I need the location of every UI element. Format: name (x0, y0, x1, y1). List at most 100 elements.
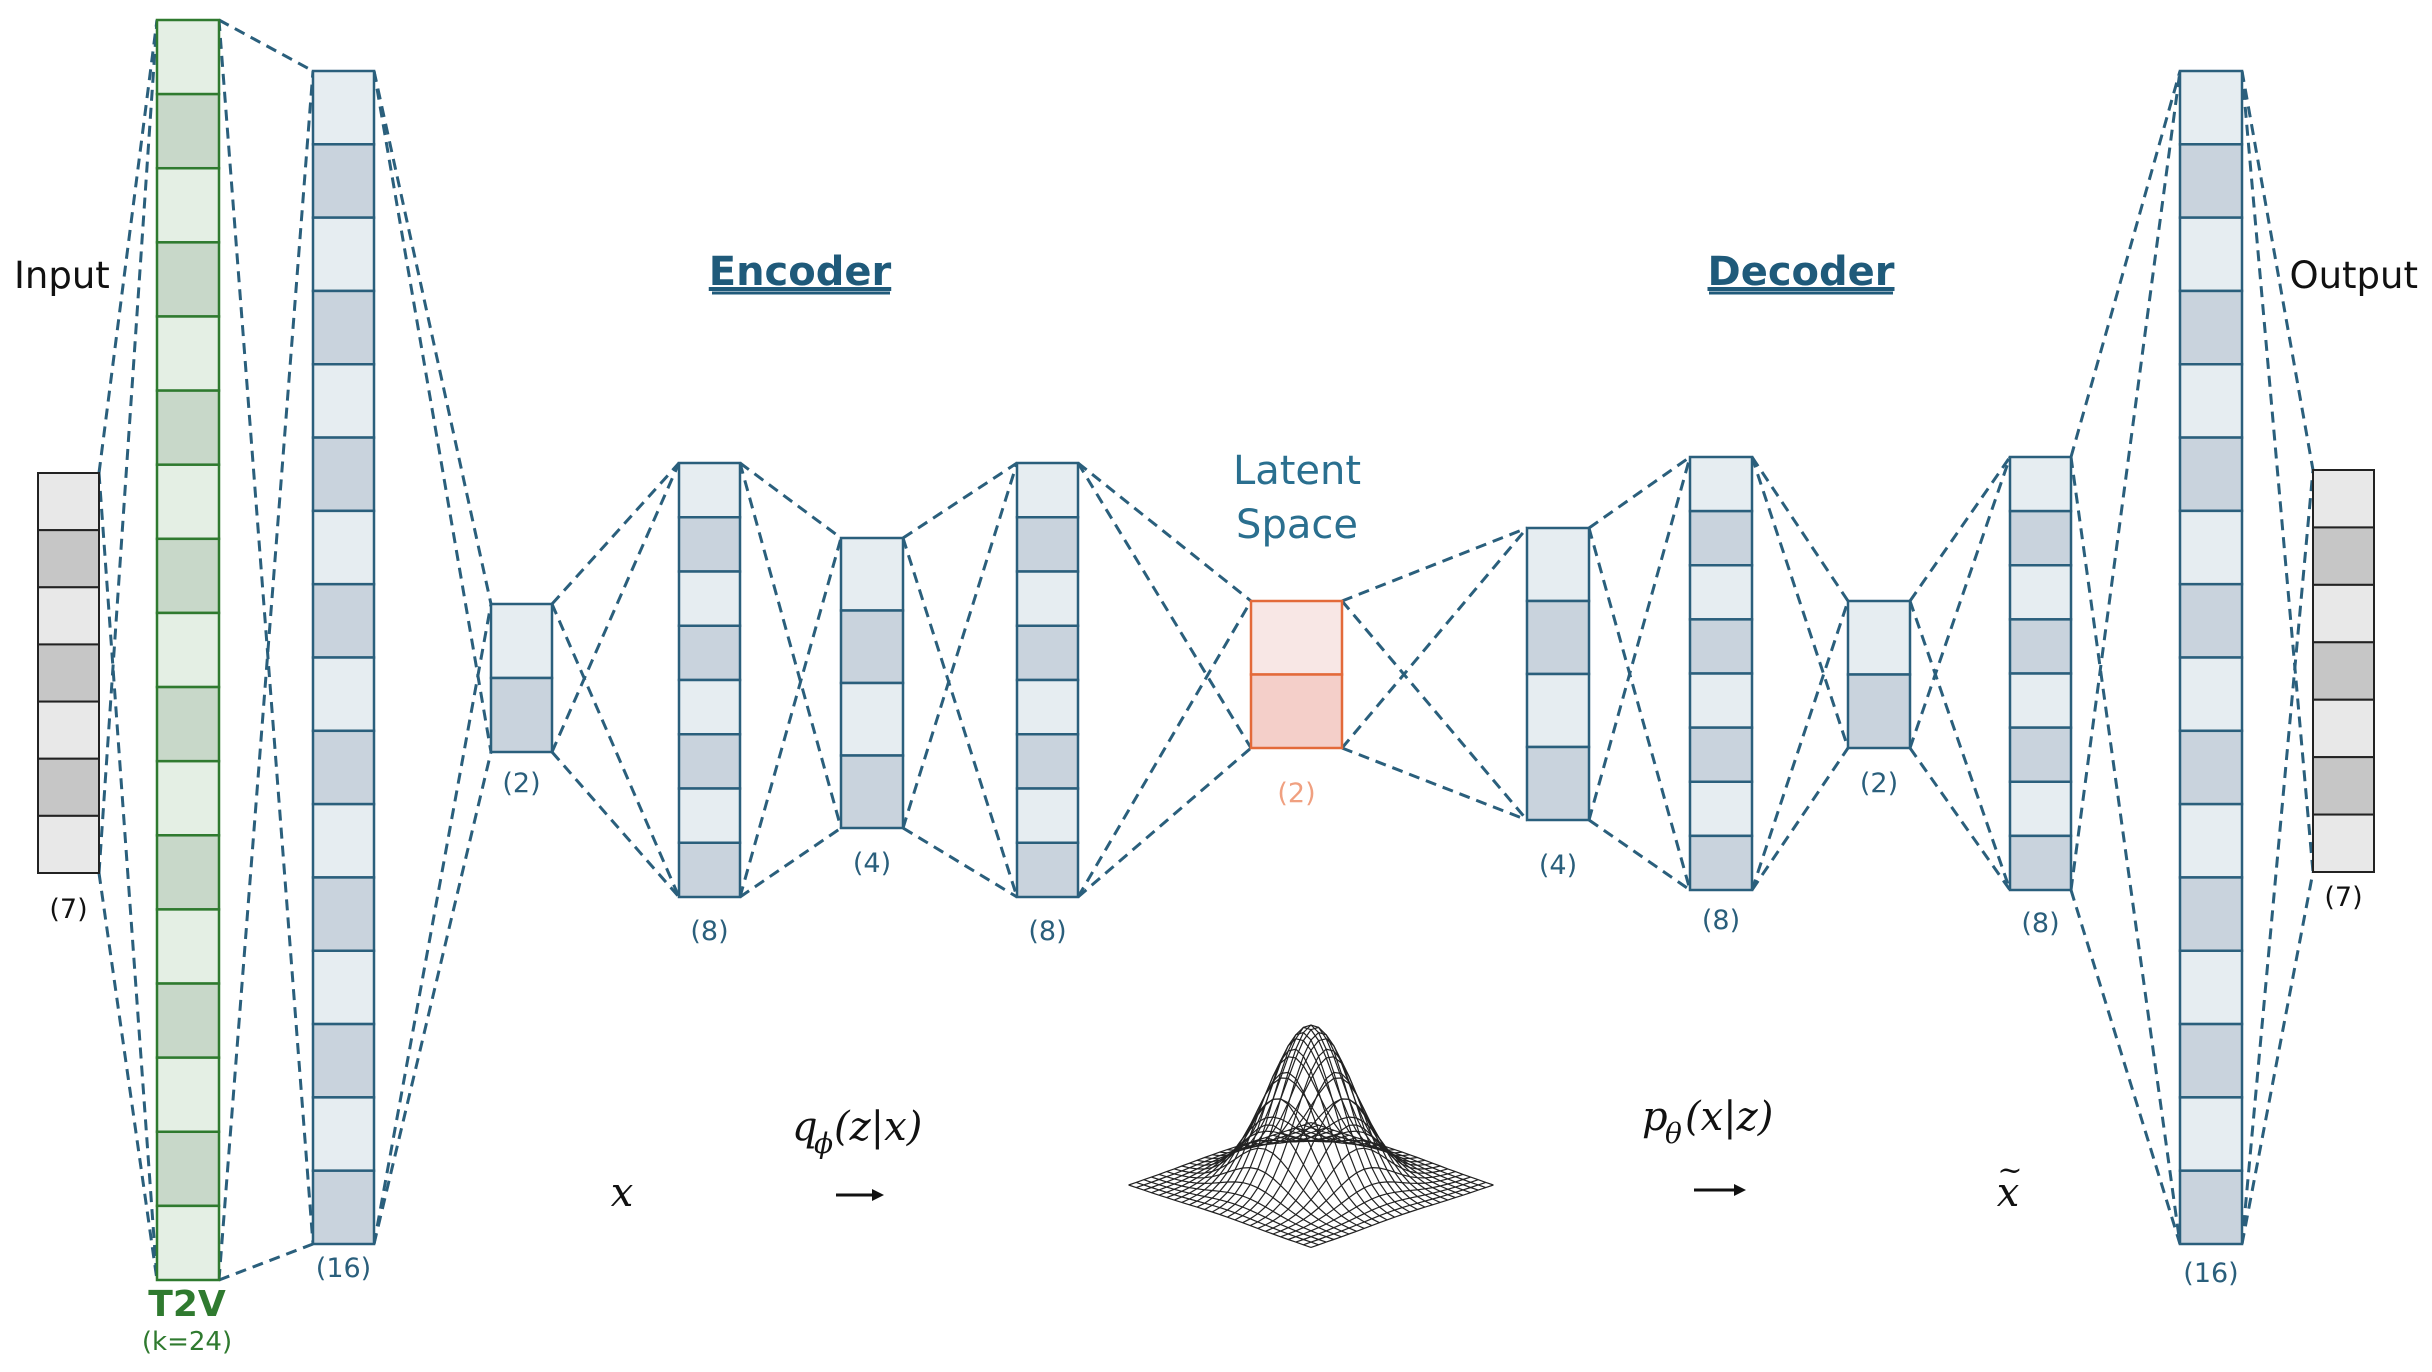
layer-input (37, 472, 100, 874)
connection-line-enc4-enc8b-2 (901, 537, 1019, 898)
layer-t2v-cell (155, 834, 221, 911)
layer-t2v-cell (155, 685, 221, 763)
connection-line-dec8a-dec2-3 (1750, 600, 1850, 891)
layer-dec4-cell (1525, 672, 1591, 749)
layer-dec16-cell (2178, 582, 2244, 659)
gaussian-distribution-plot (1128, 1024, 1494, 1248)
math-tilde-accent: ~ (1997, 1153, 2022, 1188)
connection-line-dec4-dec8a-1 (1588, 818, 1691, 892)
connection-line-enc16-enc2-3 (372, 603, 493, 1245)
layer-enc4-cell (839, 536, 905, 612)
input-label: Input (14, 254, 110, 297)
layer-dec16-cell (2178, 289, 2244, 366)
layer-dec8b-cell (2008, 672, 2073, 729)
layer-t2v-cell (155, 611, 221, 689)
latent-space-label-line2: Space (1236, 502, 1358, 548)
latent-space-label-line1: Latent (1233, 448, 1361, 494)
gaussian-mesh-line (1242, 1071, 1426, 1224)
layer-dec16-cell (2178, 1022, 2244, 1099)
layer-enc16-cell (311, 69, 376, 146)
math-x-tilde: x (1997, 1170, 2020, 1216)
layer-dec8a-cell (1688, 726, 1754, 783)
layer-enc8b-cell (1015, 678, 1080, 736)
decoder-arrow-icon (1694, 1184, 1746, 1196)
layer-dec4-cell (1525, 526, 1591, 603)
gaussian-mesh-line (1136, 1181, 1319, 1246)
connection-line-dec8a-dec2-2 (1750, 456, 1850, 749)
layer-t2v-cell (155, 537, 221, 615)
connection-line-enc8b-latent-3 (1076, 600, 1253, 898)
layer-dec4-size-label: (4) (1539, 850, 1577, 881)
connection-line-dec4-dec8a-2 (1587, 527, 1692, 891)
layer-output-cell (2312, 813, 2375, 873)
math-q: q (792, 1104, 818, 1150)
layer-dec8b-cell (2008, 564, 2073, 621)
layer-dec8b-cell (2008, 618, 2073, 675)
layer-enc8a-size-label: (8) (690, 916, 728, 947)
gaussian-mesh-line (1303, 1181, 1486, 1246)
math-q-subscript: ϕ (814, 1127, 833, 1160)
layer-latent-cell (1249, 599, 1344, 676)
layer-input-cell (37, 643, 100, 703)
math-p: p (1642, 1094, 1668, 1140)
layer-t2v-cell (155, 1056, 221, 1134)
layer-dec4-cell (1525, 599, 1591, 676)
layer-t2v-cell (155, 18, 221, 96)
connection-line-enc2-enc8a-1 (550, 751, 681, 898)
layer-enc8b-size-label: (8) (1028, 916, 1066, 947)
connection-line-latent-dec4-0 (1341, 526, 1528, 603)
layer-dec16-cell (2178, 949, 2244, 1026)
layer-dec8a-cell (1688, 672, 1754, 729)
encoder-arrow-icon (836, 1189, 884, 1201)
connection-line-dec2-dec8b-2 (1908, 600, 2012, 891)
layer-enc8b-cell (1015, 841, 1080, 899)
layer-enc4 (839, 536, 905, 830)
layer-output-cell (2312, 583, 2375, 644)
t2v-label: T2V (148, 1284, 226, 1325)
gaussian-mesh-line (1151, 1176, 1335, 1241)
layer-latent-size-label: (2) (1277, 778, 1315, 809)
gaussian-mesh-line (1219, 1024, 1403, 1216)
layer-enc16-cell (311, 876, 376, 952)
connection-line-dec2-dec8b-3 (1908, 456, 2012, 749)
layer-dec8a-cell (1688, 780, 1754, 838)
gaussian-mesh-line (1295, 1179, 1479, 1243)
connection-line-enc8b-latent-1 (1077, 746, 1252, 899)
layer-latent (1249, 599, 1344, 750)
layer-input-size-label: (7) (49, 894, 87, 925)
layer-input-cell (37, 472, 100, 532)
layer-latent-cell (1249, 673, 1344, 750)
layer-dec16-cell (2178, 363, 2244, 439)
layer-dec2-cell (1846, 599, 1912, 676)
gaussian-mesh-line (1128, 1122, 1312, 1186)
gaussian-mesh-line (1143, 1179, 1327, 1243)
connection-line-enc2-enc8a-3 (550, 462, 681, 753)
connection-line-t2v-enc16-1 (218, 1242, 314, 1282)
layer-input-cell (37, 529, 100, 589)
gaussian-mesh-line (1196, 1071, 1380, 1224)
layer-output-cell (2312, 756, 2375, 816)
layer-enc8a (677, 461, 742, 899)
layer-dec8b-cell (2008, 834, 2073, 892)
connection-line-dec16-output-2 (2240, 70, 2315, 873)
connection-line-dec8a-dec2-0 (1750, 456, 1850, 602)
layer-enc8a-cell (677, 516, 742, 573)
layer-enc16-cell (311, 1096, 376, 1172)
layer-enc16-cell (311, 1022, 376, 1099)
layer-input-cell (37, 757, 100, 817)
layer-output-cell (2312, 526, 2375, 586)
layer-dec16-size-label: (16) (2183, 1258, 2238, 1289)
connection-line-latent-dec4-3 (1340, 527, 1529, 749)
layer-t2v-cell (155, 463, 221, 541)
layer-dec8a-cell (1688, 455, 1754, 513)
layer-dec16-cell (2178, 509, 2244, 586)
connection-line-dec8b-dec16-1 (2069, 889, 2182, 1245)
connection-line-dec2-dec8b-0 (1908, 456, 2012, 602)
layer-dec16-cell (2178, 656, 2244, 733)
gaussian-mesh-line (1158, 1173, 1342, 1238)
layer-input-cell (37, 814, 100, 874)
layer-enc8a-cell (677, 678, 742, 736)
connection-line-dec16-output-0 (2240, 70, 2315, 471)
layer-dec16-cell (2178, 1096, 2244, 1172)
